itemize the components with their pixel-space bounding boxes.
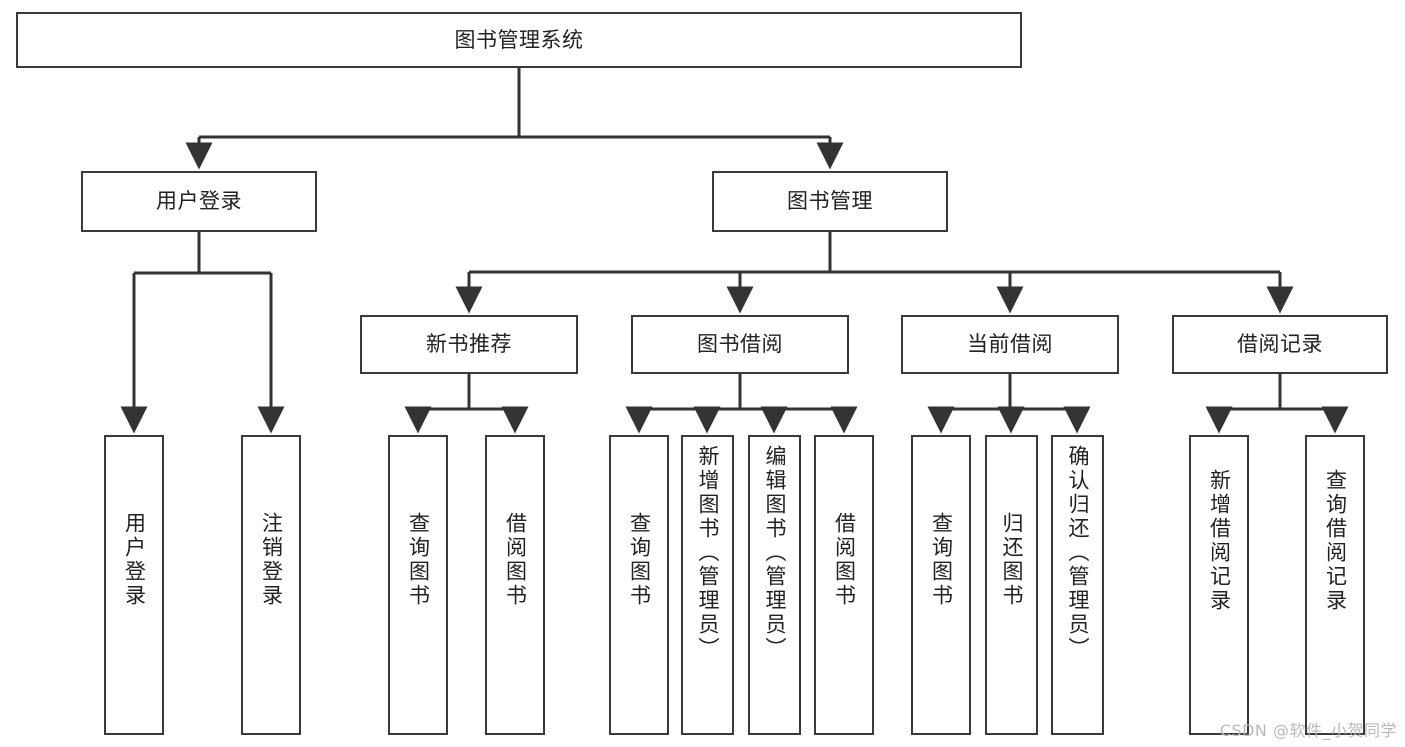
node-borrow-records-label: 借阅记录 (1237, 332, 1323, 357)
node-leaf-borrow-book[interactable]: 借阅图书 (814, 435, 874, 735)
node-book-borrow-label: 图书借阅 (697, 332, 783, 357)
node-leaf-borrow-book-rec-label: 借阅图书 (503, 512, 528, 608)
node-book-borrow[interactable]: 图书借阅 (631, 315, 849, 374)
node-leaf-logout[interactable]: 注销登录 (241, 435, 301, 735)
node-leaf-logout-label: 注销登录 (259, 512, 284, 608)
node-user-login-label: 用户登录 (156, 189, 242, 214)
node-leaf-confirm-return-label: 确认归还（管理员） (1066, 445, 1090, 661)
node-leaf-query-book-rec[interactable]: 查询图书 (388, 435, 448, 735)
node-current-borrow[interactable]: 当前借阅 (901, 315, 1119, 374)
node-borrow-records[interactable]: 借阅记录 (1172, 315, 1388, 374)
node-root-label: 图书管理系统 (454, 27, 584, 52)
node-leaf-edit-book[interactable]: 编辑图书（管理员） (748, 435, 801, 735)
node-book-management-label: 图书管理 (787, 189, 873, 214)
node-leaf-add-record-label: 新增借阅记录 (1207, 469, 1232, 613)
node-leaf-query-record-label: 查询借阅记录 (1323, 469, 1348, 613)
node-leaf-confirm-return[interactable]: 确认归还（管理员） (1051, 435, 1104, 735)
node-new-book-recommend[interactable]: 新书推荐 (360, 315, 578, 374)
csdn-watermark: CSDN @软件_小贺同学 (1219, 721, 1397, 740)
node-leaf-edit-book-label: 编辑图书（管理员） (763, 445, 787, 661)
node-leaf-query-book-borrow-label: 查询图书 (627, 512, 652, 608)
node-current-borrow-label: 当前借阅 (967, 332, 1053, 357)
node-user-login[interactable]: 用户登录 (81, 171, 317, 232)
node-leaf-borrow-book-rec[interactable]: 借阅图书 (485, 435, 545, 735)
node-leaf-return-book[interactable]: 归还图书 (985, 435, 1038, 735)
node-root[interactable]: 图书管理系统 (16, 12, 1022, 68)
node-leaf-query-record[interactable]: 查询借阅记录 (1305, 435, 1365, 735)
node-leaf-add-book[interactable]: 新增图书（管理员） (681, 435, 734, 735)
node-leaf-query-book-borrow[interactable]: 查询图书 (609, 435, 669, 735)
node-leaf-user-login-label: 用户登录 (122, 512, 147, 608)
node-leaf-add-book-label: 新增图书（管理员） (696, 445, 720, 661)
node-leaf-query-book-cur[interactable]: 查询图书 (911, 435, 971, 735)
node-leaf-return-book-label: 归还图书 (1000, 512, 1024, 608)
node-new-book-recommend-label: 新书推荐 (426, 332, 512, 357)
node-leaf-borrow-book-label: 借阅图书 (832, 512, 857, 608)
node-leaf-query-book-rec-label: 查询图书 (406, 512, 431, 608)
node-leaf-add-record[interactable]: 新增借阅记录 (1189, 435, 1249, 735)
node-leaf-query-book-cur-label: 查询图书 (929, 512, 954, 608)
node-book-management[interactable]: 图书管理 (712, 171, 948, 232)
node-leaf-user-login[interactable]: 用户登录 (104, 435, 164, 735)
